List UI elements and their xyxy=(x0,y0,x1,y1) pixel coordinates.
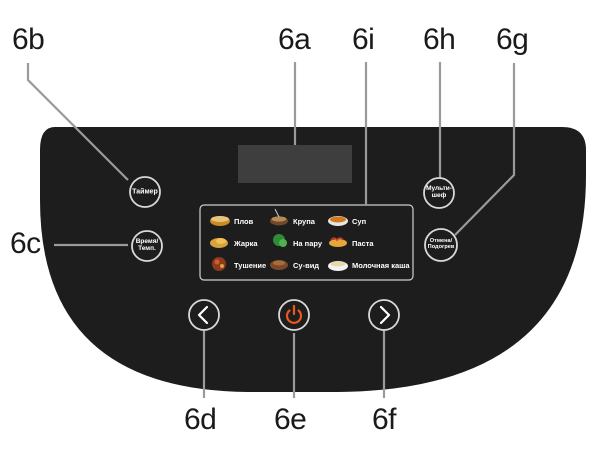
callout-6d: 6d xyxy=(184,403,217,436)
time-temp-button[interactable] xyxy=(131,230,163,262)
program-sous-vide[interactable]: Су-вид xyxy=(293,261,320,270)
program-milk-porridge[interactable]: Молочная каша xyxy=(352,261,410,270)
pasta-icon xyxy=(329,237,347,247)
leader-6b xyxy=(26,63,129,181)
time-temp-label-line2: Темп. xyxy=(138,245,156,252)
time-temp-label-line1: Время/ xyxy=(135,238,159,246)
sous-vide-icon xyxy=(270,260,288,270)
callout-6g: 6g xyxy=(496,23,529,56)
fry-icon xyxy=(210,238,228,248)
display-screen xyxy=(238,145,352,183)
soup-icon xyxy=(328,216,348,226)
program-steam[interactable]: На пару xyxy=(293,239,323,248)
cancel-reheat-button[interactable] xyxy=(424,228,458,262)
cancel-reheat-label: Отмена/ Подогрев xyxy=(427,238,455,251)
cancel-reheat-label-line2: Подогрев xyxy=(427,244,455,250)
multichef-label-line2: шеф xyxy=(431,192,447,199)
steam-icon xyxy=(273,234,287,247)
program-pasta[interactable]: Паста xyxy=(352,239,374,248)
chevron-right-icon xyxy=(379,305,391,325)
callout-6f: 6f xyxy=(372,403,397,436)
callout-6c: 6c xyxy=(10,227,41,260)
callout-6e: 6e xyxy=(274,403,307,436)
chevron-left-icon xyxy=(197,305,209,325)
cancel-reheat-label-line1: Отмена/ xyxy=(429,238,453,245)
program-soup[interactable]: Суп xyxy=(352,217,367,226)
right-button[interactable] xyxy=(368,299,400,331)
callout-6a: 6a xyxy=(278,23,311,56)
power-icon xyxy=(285,304,303,324)
leader-6g xyxy=(454,63,516,236)
program-pilaf[interactable]: Плов xyxy=(234,217,254,226)
timer-label: Таймер xyxy=(132,188,158,196)
leader-lines xyxy=(26,62,516,398)
callout-6h: 6h xyxy=(423,23,456,56)
time-temp-label: Время/ Темп. xyxy=(135,238,159,253)
pilaf-icon xyxy=(210,216,230,226)
left-button[interactable] xyxy=(188,299,220,331)
grain-icon xyxy=(270,208,288,226)
multichef-label: Мульти- шеф xyxy=(426,185,452,200)
callout-6b: 6b xyxy=(12,23,45,56)
multichef-button[interactable] xyxy=(423,177,455,209)
program-fry[interactable]: Жарка xyxy=(234,239,258,248)
program-grain[interactable]: Крупа xyxy=(293,217,315,226)
program-stew[interactable]: Тушение xyxy=(234,261,267,270)
timer-button[interactable] xyxy=(129,176,161,208)
program-panel xyxy=(199,204,414,281)
callout-6i: 6i xyxy=(352,23,375,56)
stew-icon xyxy=(212,257,226,271)
milk-porridge-icon xyxy=(328,261,348,271)
multichef-label-line1: Мульти- xyxy=(426,185,452,193)
